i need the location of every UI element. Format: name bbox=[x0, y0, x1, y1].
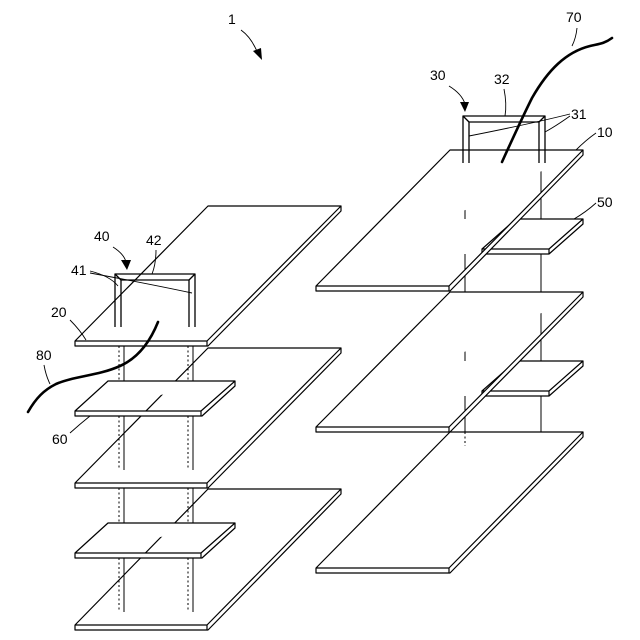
arrowhead-staple-30 bbox=[460, 102, 469, 112]
leader-wire-80 bbox=[44, 365, 50, 384]
leader-staple-30 bbox=[449, 86, 465, 104]
label-plate-60: 60 bbox=[52, 431, 68, 447]
staple-30-corner-left bbox=[463, 116, 469, 122]
arrowhead-staple-40 bbox=[121, 260, 131, 270]
label-wire-70: 70 bbox=[566, 9, 582, 25]
leader-staple-40 bbox=[113, 247, 126, 262]
leader-staple-legs-41-a bbox=[90, 271, 118, 286]
leader-staple-bridge-32 bbox=[504, 89, 506, 116]
label-plate-20: 20 bbox=[51, 304, 67, 320]
label-staple-legs-31: 31 bbox=[571, 106, 587, 122]
label-staple-bridge-42: 42 bbox=[146, 232, 162, 248]
label-wire-80: 80 bbox=[36, 347, 52, 363]
leader-staple-legs-31-b bbox=[545, 116, 570, 132]
label-staple-legs-41: 41 bbox=[71, 262, 87, 278]
label-plate-10: 10 bbox=[597, 124, 613, 140]
leader-plate-10 bbox=[576, 133, 596, 150]
leader-plate-60 bbox=[70, 416, 90, 433]
left-plate-large-4 bbox=[75, 489, 341, 630]
right-plate-large-3 bbox=[316, 432, 583, 573]
leader-plate-50 bbox=[574, 203, 596, 219]
arrowhead-assembly bbox=[253, 48, 262, 60]
label-staple-30: 30 bbox=[430, 67, 446, 83]
label-staple-40: 40 bbox=[94, 228, 110, 244]
label-plate-50: 50 bbox=[597, 194, 613, 210]
leader-plate-20 bbox=[70, 320, 86, 340]
leader-wire-70 bbox=[572, 28, 577, 46]
staple-40-corner-left bbox=[115, 274, 121, 280]
label-assembly: 1 bbox=[228, 11, 236, 27]
label-staple-bridge-32: 32 bbox=[494, 71, 510, 87]
wire-70 bbox=[502, 38, 612, 162]
